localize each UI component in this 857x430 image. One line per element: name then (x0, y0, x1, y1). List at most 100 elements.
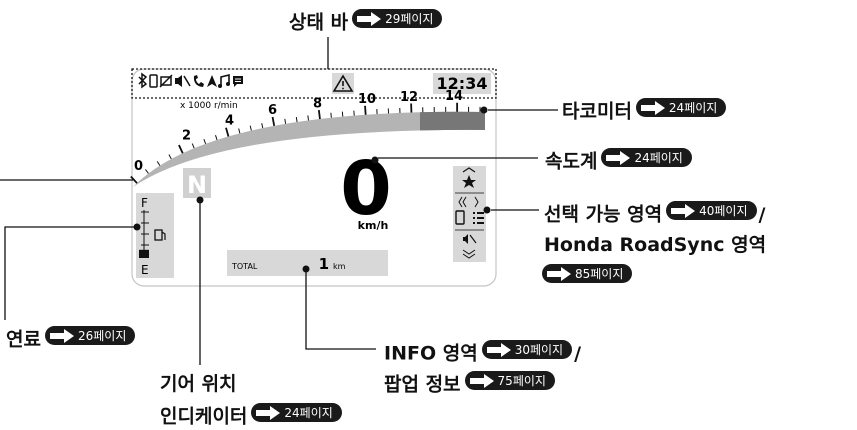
fuel-full-label: F (141, 196, 148, 210)
tach-label-8: 8 (313, 96, 322, 111)
arrow-right-icon (357, 11, 382, 26)
tachometer-label: 타코미터 (562, 100, 632, 123)
info-area-slash: / (574, 342, 582, 365)
tachometer-callout: 타코미터 24페이지 (562, 98, 727, 124)
tach-tick (364, 105, 367, 115)
tach-tick (178, 144, 184, 154)
tachometer-ticks (130, 102, 481, 184)
info-area-page-ref[interactable]: 30페이지 (481, 340, 573, 359)
tachometer-bar (133, 111, 485, 187)
odometer-unit: km (333, 262, 346, 271)
tach-tick (307, 115, 309, 121)
status-bar-label: 상태 바 (289, 11, 349, 34)
star-icon (462, 175, 476, 188)
tach-tick (191, 143, 195, 149)
roadsync-page-callout: 85페이지 (542, 264, 633, 290)
warning-icon (332, 73, 354, 94)
selectable-area-page: 40페이지 (699, 203, 748, 218)
mute-icon (463, 234, 477, 244)
fuel-callout: 연료 26페이지 (6, 326, 136, 352)
tach-label-12: 12 (400, 90, 418, 105)
tachometer-labels: 0 2 4 6 8 10 12 14 (134, 89, 463, 174)
fuel-level-bar (139, 249, 149, 258)
odometer-label: TOTAL (231, 262, 258, 271)
status-bar-page-ref[interactable]: 29페이지 (352, 9, 443, 28)
mail-off-icon (159, 74, 173, 88)
bluetooth-icon (138, 72, 148, 89)
gear-indicator-bg (183, 168, 211, 198)
tach-tick (330, 112, 332, 118)
tach-tick (215, 135, 218, 141)
arrow-right-icon (606, 150, 631, 165)
tach-label-4: 4 (225, 113, 234, 128)
tachometer-page: 24페이지 (668, 100, 718, 115)
arrow-right-icon (469, 373, 494, 388)
speedometer-page-ref[interactable]: 24페이지 (601, 148, 692, 167)
chevron-left-icon (458, 196, 467, 208)
chevron-right-icon (474, 196, 479, 208)
speed-unit: km/h (358, 219, 389, 232)
fuel-label: 연료 (6, 328, 41, 351)
gear-page: 24페이지 (284, 405, 333, 420)
tach-tick (284, 118, 287, 124)
roadsync-page: 85페이지 (575, 266, 624, 281)
status-bar-page: 29페이지 (385, 11, 434, 26)
leader-lines (0, 37, 558, 365)
tach-tick (249, 125, 252, 131)
message-icon (233, 76, 243, 87)
music-icon (218, 73, 230, 88)
info-area-page: 30페이지 (514, 342, 564, 357)
tach-tick (156, 161, 161, 166)
arrow-right-icon (547, 266, 571, 281)
tach-tick (238, 128, 241, 134)
speedometer-label: 속도계 (545, 150, 598, 173)
selectable-area-callout: 선택 가능 영역 40페이지 / (544, 201, 765, 227)
list-icon (473, 212, 484, 224)
fuel-empty-label: E (141, 263, 149, 277)
gear-label-line2: 인디케이터 (160, 405, 248, 428)
status-bar-frame (131, 68, 497, 99)
speed-value: 0 (340, 146, 392, 232)
fuel-page: 26페이지 (77, 328, 127, 343)
roadsync-area-label: Honda RoadSync 영역 (544, 234, 767, 256)
fuel-page-ref[interactable]: 26페이지 (44, 326, 136, 345)
selectable-area-label: 선택 가능 영역 (544, 203, 663, 226)
gear-page-ref[interactable]: 24페이지 (251, 403, 342, 422)
gear-callout-line2: 인디케이터 24페이지 (160, 403, 342, 429)
gear-callout-line1: 기어 위치 (160, 372, 237, 396)
arrow-right-icon (640, 100, 665, 115)
tach-tick (295, 117, 298, 123)
gear-indicator: N (187, 171, 207, 199)
clock: 12:34 (437, 74, 488, 93)
tach-label-0: 0 (134, 159, 143, 174)
selectable-area-page-ref[interactable]: 40페이지 (666, 201, 757, 220)
gear-label-line1: 기어 위치 (160, 373, 237, 395)
arrow-right-icon (671, 203, 696, 218)
tach-tick (261, 123, 264, 129)
mute-icon (175, 75, 191, 87)
phone-icon (455, 210, 465, 225)
popup-info-page-ref[interactable]: 75페이지 (464, 371, 555, 390)
popup-info-page: 75페이지 (497, 373, 546, 388)
tach-tick (145, 169, 149, 174)
roadsync-page-ref[interactable]: 85페이지 (542, 264, 633, 283)
tach-label-14: 14 (445, 89, 463, 104)
selectable-area-strip (453, 166, 486, 262)
call-icon (193, 75, 204, 87)
tach-tick (271, 116, 276, 126)
tach-label-2: 2 (182, 129, 191, 144)
tach-tick (203, 138, 207, 144)
chevron-down-icon (462, 249, 476, 259)
selectable-area-slash: / (758, 203, 766, 226)
tach-tick (317, 109, 321, 120)
fuel-pump-icon (154, 229, 166, 241)
speedometer-page: 24페이지 (634, 150, 683, 165)
speedometer-callout: 속도계 24페이지 (545, 148, 692, 174)
phone-icon (149, 74, 158, 88)
arrow-right-icon (256, 405, 281, 420)
tachometer-page-ref[interactable]: 24페이지 (635, 98, 727, 117)
tachometer-unit: x 1000 r/min (180, 101, 238, 111)
arrow-right-icon (49, 328, 74, 343)
